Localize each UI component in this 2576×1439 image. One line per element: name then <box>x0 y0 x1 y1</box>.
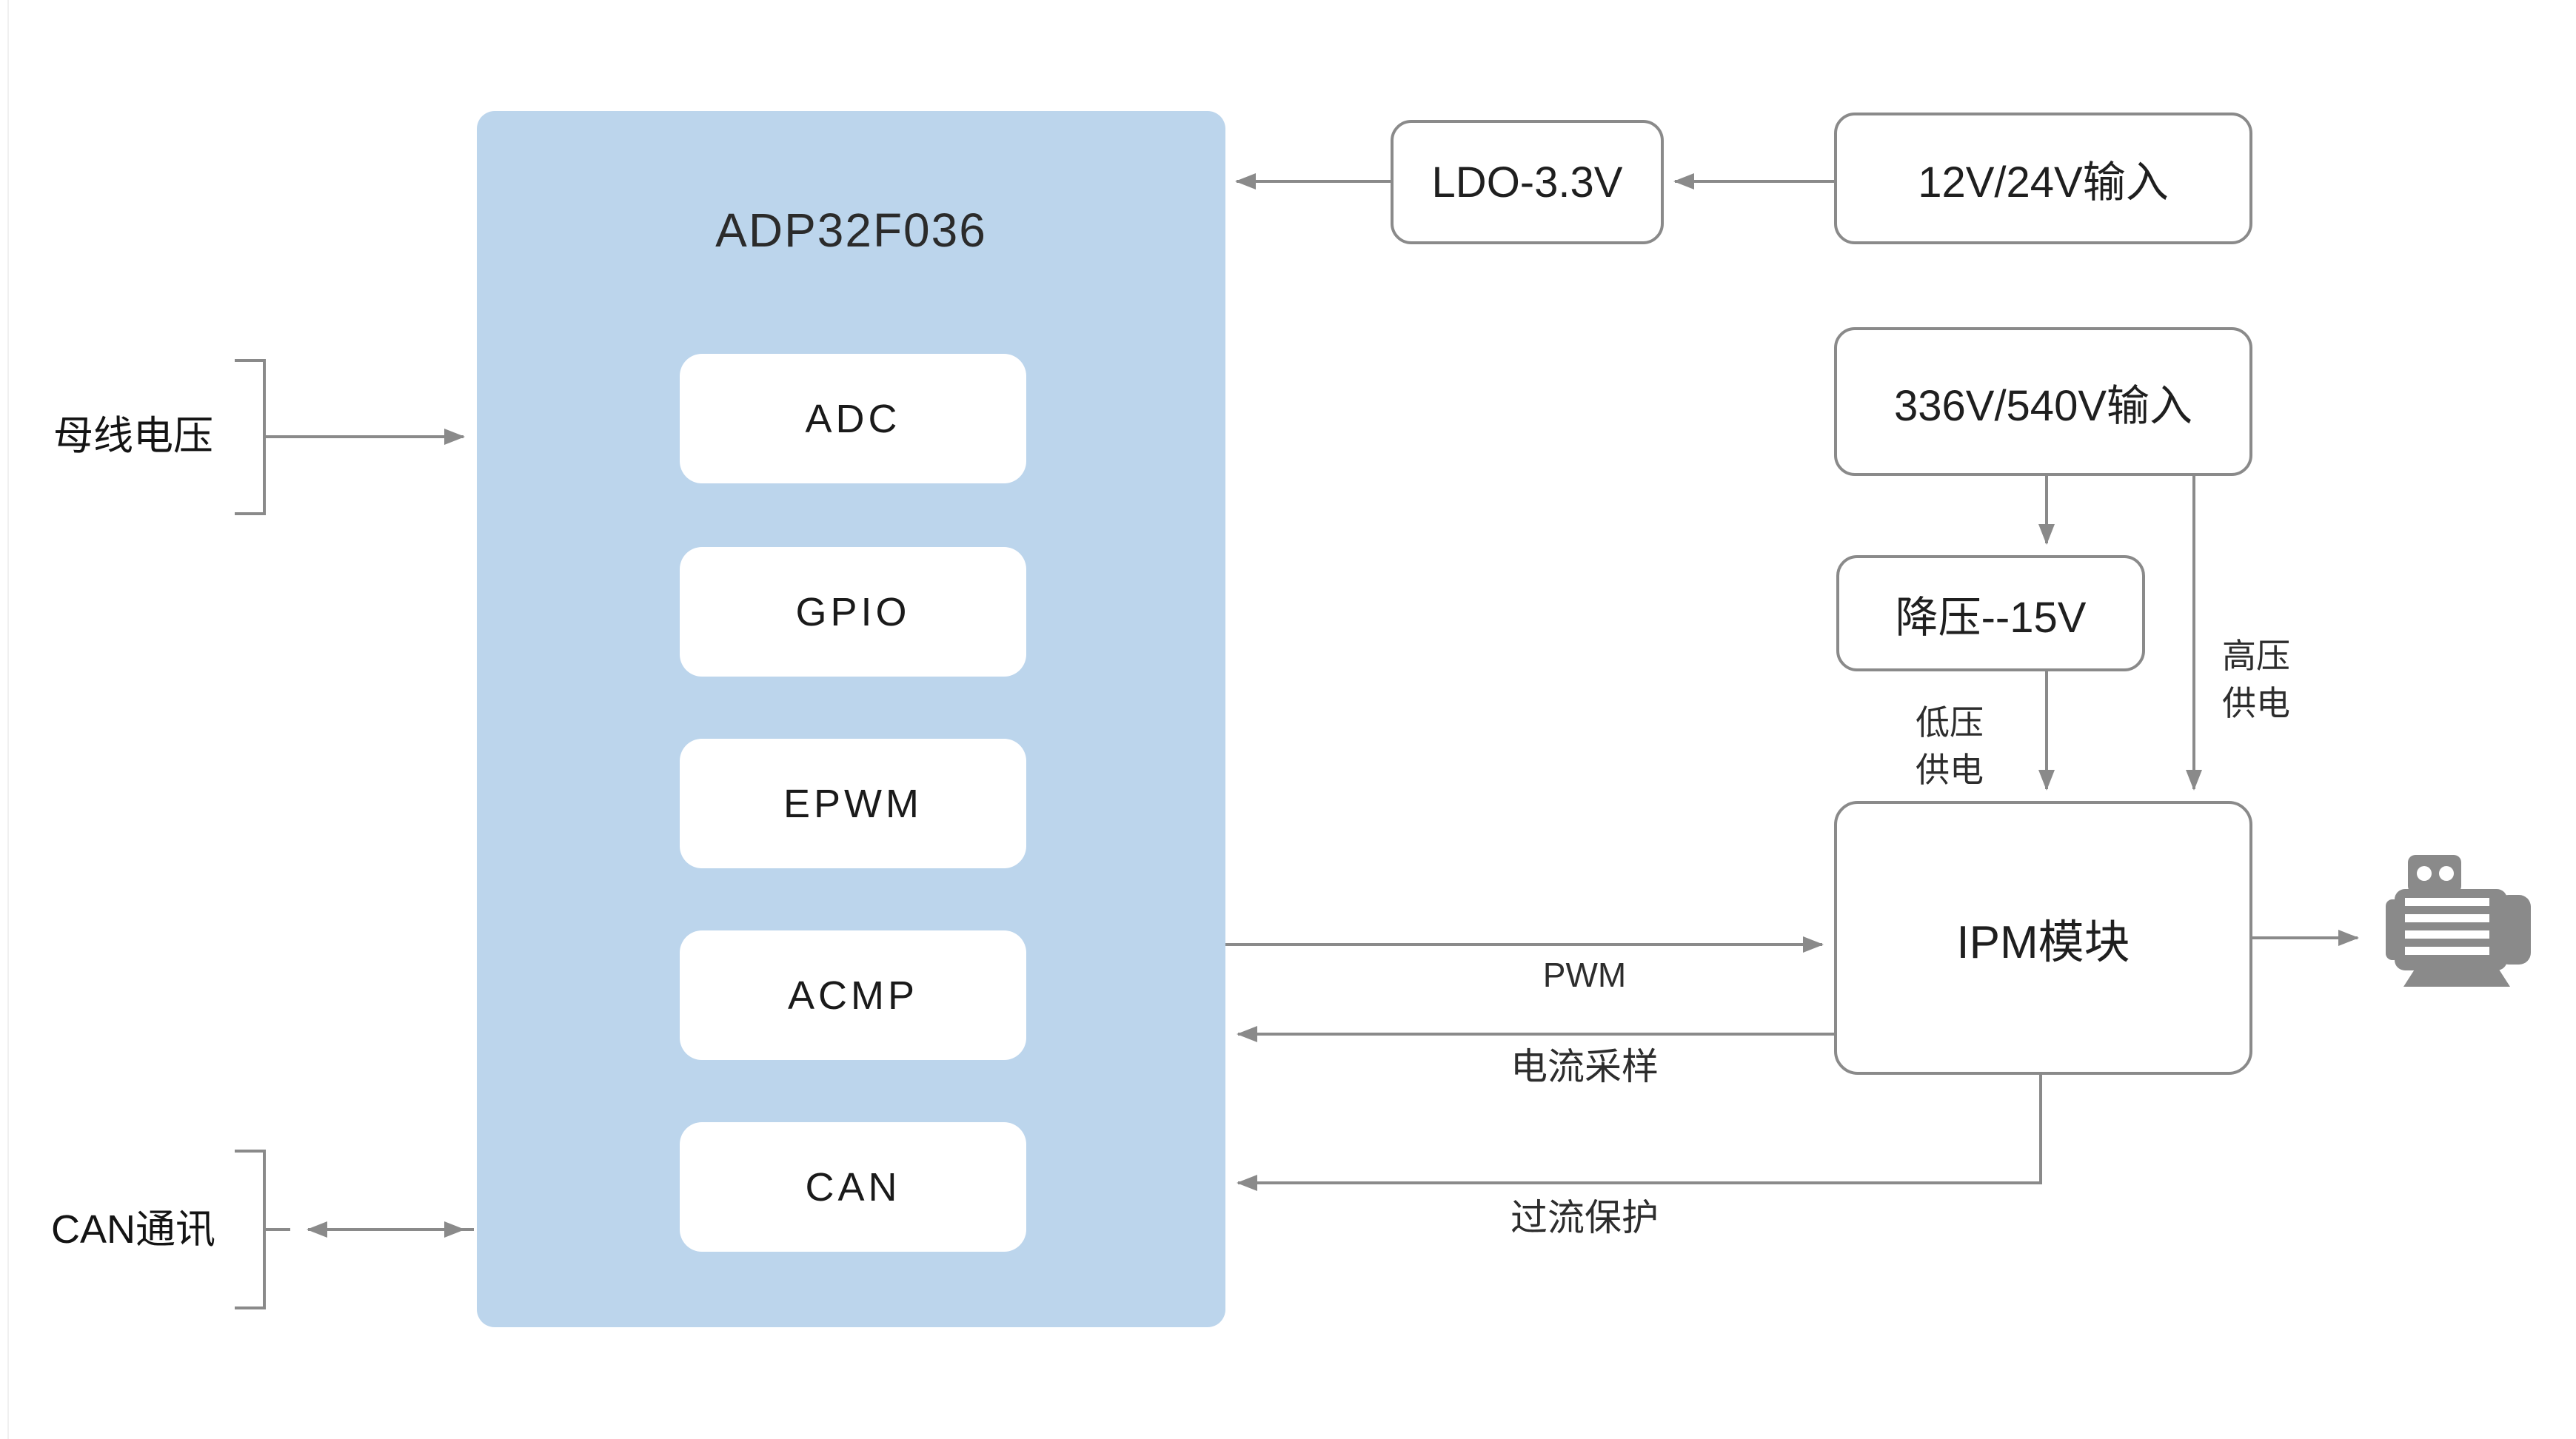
vin-low-label: 12V/24V输入 <box>1918 158 2169 207</box>
bus-voltage-label: 母线电压 <box>53 414 213 458</box>
peripheral-box-epwm: EPWM <box>680 739 1026 868</box>
overcurrent-label: 过流保护 <box>1511 1197 1659 1238</box>
peripheral-label: GPIO <box>795 589 911 634</box>
buck-label: 降压--15V <box>1895 593 2087 642</box>
peripheral-label: CAN <box>805 1164 901 1210</box>
buck-box: 降压--15V <box>1836 555 2145 671</box>
current-sample-label: 电流采样 <box>1511 1046 1659 1087</box>
pwm-label: PWM <box>1542 956 1627 994</box>
high-supply-label: 高压 供电 <box>2201 632 2312 727</box>
motor-icon <box>2386 855 2531 987</box>
low-supply-line1: 低压 <box>1916 703 1984 742</box>
peripheral-box-can: CAN <box>680 1122 1026 1252</box>
high-supply-line2: 供电 <box>2222 684 2290 722</box>
peripheral-label: ACMP <box>787 973 918 1018</box>
low-supply-label: 低压 供电 <box>1894 699 2005 794</box>
bus-voltage-bracket <box>235 359 465 515</box>
ipm-label: IPM模块 <box>1956 917 2130 968</box>
vin-high-label: 336V/540V输入 <box>1893 381 2193 430</box>
vin-high-box: 336V/540V输入 <box>1834 327 2252 476</box>
ldo-label: LDO-3.3V <box>1431 158 1623 207</box>
ldo-box: LDO-3.3V <box>1391 120 1664 244</box>
page-edge-line <box>7 0 9 1439</box>
ipm-box: IPM模块 <box>1834 801 2252 1075</box>
low-supply-line2: 供电 <box>1916 751 1984 789</box>
peripheral-label: EPWM <box>783 781 923 826</box>
high-supply-line1: 高压 <box>2222 637 2290 675</box>
peripheral-box-acmp: ACMP <box>680 930 1026 1060</box>
arrow-overcurrent <box>1237 1075 2042 1191</box>
can-comm-bracket <box>235 1150 474 1309</box>
mcu-title: ADP32F036 <box>715 204 987 257</box>
peripheral-box-adc: ADC <box>680 354 1026 483</box>
peripheral-box-gpio: GPIO <box>680 547 1026 677</box>
can-comm-label: CAN通讯 <box>50 1207 215 1252</box>
peripheral-label: ADC <box>805 396 901 441</box>
vin-low-box: 12V/24V输入 <box>1834 113 2252 244</box>
